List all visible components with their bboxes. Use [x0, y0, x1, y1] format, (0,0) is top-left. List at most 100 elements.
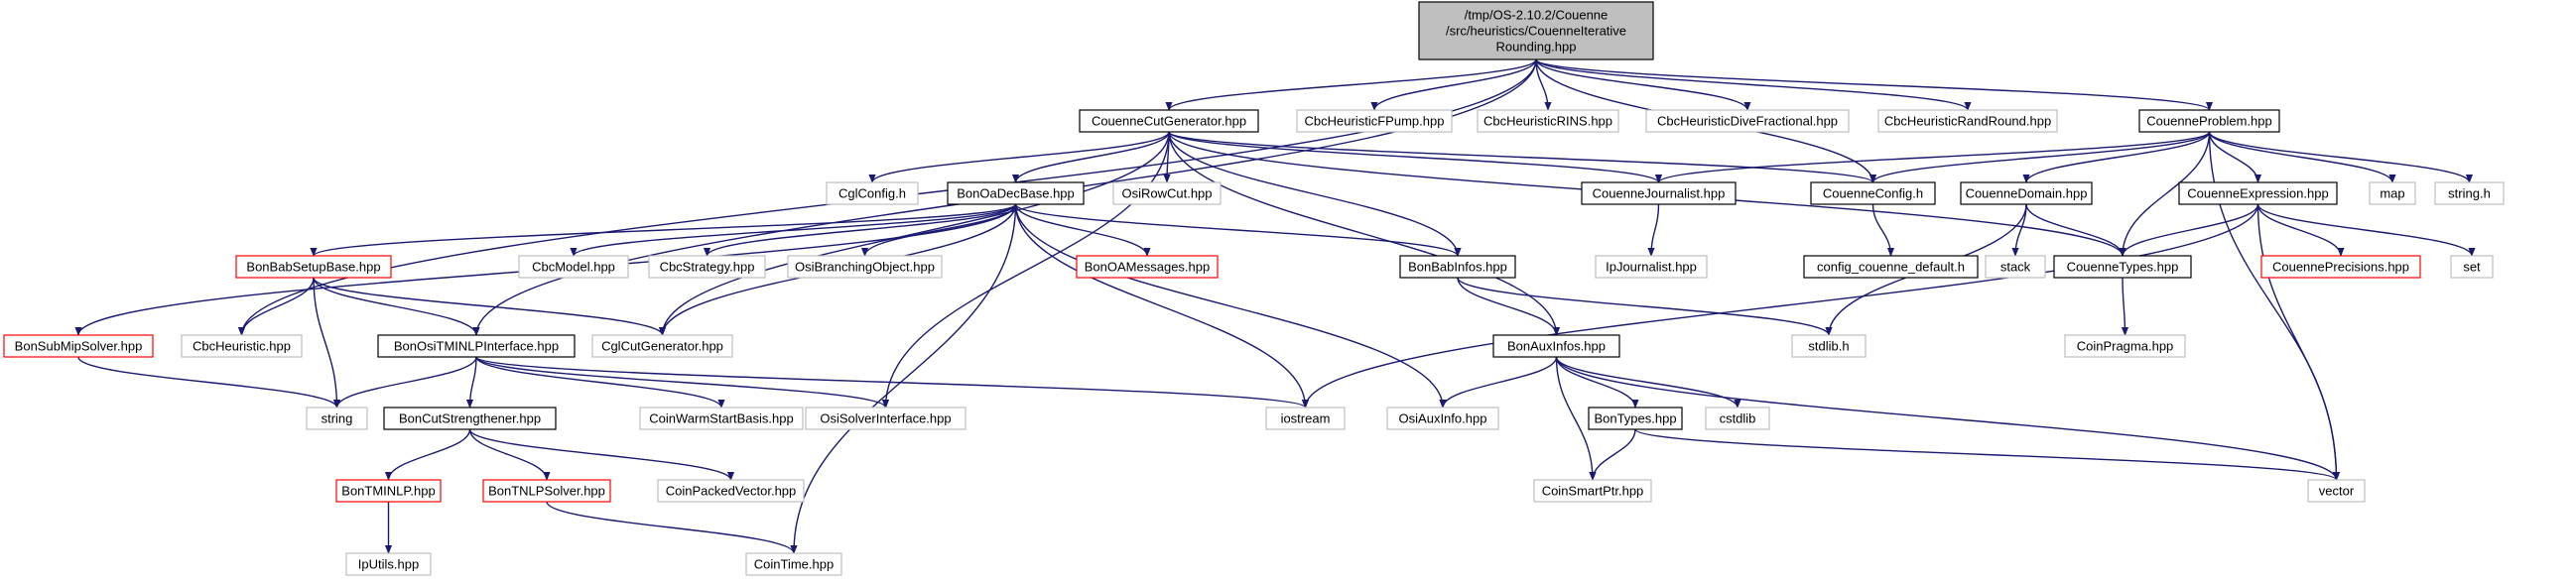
node-cgl-cut-generator: CglCutGenerator.hpp — [591, 334, 733, 358]
node-label: OsiBranchingObject.hpp — [795, 260, 935, 275]
node-label: IpUtils.hpp — [358, 557, 419, 572]
node-label: CouenneTypes.hpp — [2067, 260, 2179, 275]
edge-bon-sub-mip-solver-to-string — [77, 356, 341, 409]
node-box — [2064, 334, 2186, 358]
node-box — [235, 255, 392, 279]
edge-root-to-couenne-cut-generator — [1165, 58, 1537, 111]
node-box — [2307, 479, 2366, 503]
node-label: stdlib.h — [1808, 339, 1849, 354]
edge-couenne-cut-generator-to-osi-solver-interface — [881, 131, 1170, 409]
node-bon-oamessages[interactable]: BonOAMessages.hpp — [1076, 255, 1219, 279]
node-couenne-expression[interactable]: CouenneExpression.hpp — [2178, 181, 2338, 205]
node-couenne-precisions[interactable]: CouennePrecisions.hpp — [2260, 255, 2421, 279]
edge-bon-oa-dec-base-to-osi-branching-object — [860, 203, 1017, 257]
node-label: CouenneDomain.hpp — [1966, 186, 2088, 201]
node-bon-bab-setup-base[interactable]: BonBabSetupBase.hpp — [235, 255, 392, 279]
node-couenne-problem[interactable]: CouenneProblem.hpp — [2138, 109, 2280, 133]
edge-couenne-problem-to-stringh — [2208, 131, 2474, 183]
node-cbc-heuristic-fpump: CbcHeuristicFPump.hpp — [1296, 109, 1453, 133]
node-osi-aux-info: OsiAuxInfo.hpp — [1386, 407, 1499, 430]
node-box — [1960, 181, 2093, 205]
node-stringh: string.h — [2434, 181, 2505, 205]
node-bon-osi-tminlpinterface[interactable]: BonOsiTMINLPInterface.hpp — [377, 334, 576, 358]
node-label: BonTypes.hpp — [1594, 411, 1676, 426]
edge-bon-aux-infos-to-osi-aux-info — [1439, 356, 1558, 409]
node-string: string — [306, 407, 368, 430]
node-bon-bab-infos[interactable]: BonBabInfos.hpp — [1399, 255, 1516, 279]
edge-bon-bab-setup-base-to-bon-osi-tminlpinterface — [313, 277, 480, 336]
node-set: set — [2450, 255, 2494, 279]
node-label: CglCutGenerator.hpp — [601, 339, 723, 354]
node-label: OsiSolverInterface.hpp — [820, 411, 951, 426]
node-bon-sub-mip-solver[interactable]: BonSubMipSolver.hpp — [3, 334, 154, 358]
node-bon-tnlpsolver[interactable]: BonTNLPSolver.hpp — [482, 479, 611, 503]
node-label: BonOsiTMINLPInterface.hpp — [394, 339, 559, 354]
node-label: /tmp/OS-2.10.2/Couenne — [1465, 8, 1609, 23]
edge-couenne-cut-generator-to-cgl-cut-generator — [658, 131, 1170, 336]
node-coin-warm-start-basis: CoinWarmStartBasis.hpp — [639, 407, 804, 430]
node-box — [2138, 109, 2280, 133]
node-label: CoinSmartPtr.hpp — [1542, 484, 1644, 499]
node-ip-utils: IpUtils.hpp — [345, 552, 432, 576]
node-couenne-types[interactable]: CouenneTypes.hpp — [2053, 255, 2192, 279]
node-label: CoinPragma.hpp — [2077, 339, 2174, 354]
edge-couenne-cut-generator-to-bon-aux-infos — [1168, 131, 1561, 336]
edge-couenne-config-to-config-couenne-default — [1871, 203, 1895, 257]
node-box — [383, 407, 557, 430]
node-box — [1791, 334, 1867, 358]
edge-bon-oa-dec-base-to-cbc-model — [570, 203, 1017, 257]
node-label: BonOaDecBase.hpp — [957, 186, 1075, 201]
edge-couenne-expression-to-set — [2256, 203, 2476, 257]
node-bon-tminlp[interactable]: BonTMINLP.hpp — [335, 479, 442, 503]
node-coin-pragma: CoinPragma.hpp — [2064, 334, 2186, 358]
edge-bon-oa-dec-base-to-coin-time — [790, 203, 1017, 554]
node-box — [1877, 109, 2058, 133]
edge-root-to-couenne-problem — [1535, 58, 2213, 111]
node-couenne-config[interactable]: CouenneConfig.h — [1810, 181, 1936, 205]
node-label: vector — [2319, 484, 2355, 499]
edge-couenne-cut-generator-to-couenne-config — [1168, 131, 1876, 183]
edge-bon-types-to-vector — [1634, 428, 2340, 481]
node-label: BonBabSetupBase.hpp — [246, 260, 380, 275]
edge-bon-oa-dec-base-to-bon-oamessages — [1014, 203, 1151, 257]
node-bon-types[interactable]: BonTypes.hpp — [1588, 407, 1683, 430]
edge-bon-osi-tminlpinterface-to-bon-cut-strengthener — [465, 356, 477, 409]
node-root[interactable]: /tmp/OS-2.10.2/Couenne/src/heuristics/Co… — [1418, 1, 1654, 60]
edge-root-to-cbc-heuristic-rand-round — [1535, 58, 1972, 111]
node-bon-oa-dec-base[interactable]: BonOaDecBase.hpp — [947, 181, 1085, 205]
node-box — [1296, 109, 1453, 133]
node-cgl-config: CglConfig.h — [826, 181, 919, 205]
edge-bon-oa-dec-base-to-bon-bab-setup-base — [310, 203, 1017, 257]
node-label: /src/heuristics/CouenneIterative — [1446, 24, 1626, 39]
node-box — [2434, 181, 2505, 205]
node-label: CouenneCutGenerator.hpp — [1092, 114, 1246, 129]
node-box — [1533, 479, 1652, 503]
node-cbc-model: CbcModel.hpp — [518, 255, 629, 279]
edge-bon-osi-tminlpinterface-to-osi-solver-interface — [475, 356, 889, 409]
edge-bon-osi-tminlpinterface-to-coin-warm-start-basis — [475, 356, 725, 409]
edge-bon-oa-dec-base-to-bon-bab-infos — [1014, 203, 1462, 257]
node-config-couenne-default[interactable]: config_couenne_default.h — [1803, 255, 1979, 279]
edge-root-to-cbc-heuristic-dive-fractional — [1535, 58, 1751, 111]
node-label: CouennePrecisions.hpp — [2272, 260, 2409, 275]
edge-root-to-cbc-heuristic-fpump — [1370, 58, 1537, 111]
edge-couenne-expression-to-couenne-types — [2119, 203, 2259, 257]
node-couenne-journalist[interactable]: CouenneJournalist.hpp — [1581, 181, 1737, 205]
node-box — [181, 334, 303, 358]
edge-bon-cut-strengthener-to-bon-tminlp — [384, 428, 471, 481]
node-cbc-heuristic-dive-fractional: CbcHeuristicDiveFractional.hpp — [1645, 109, 1850, 133]
edge-bon-cut-strengthener-to-bon-tnlpsolver — [468, 428, 551, 481]
node-label: BonTNLPSolver.hpp — [488, 484, 605, 499]
edge-bon-aux-infos-to-coin-smart-ptr — [1555, 356, 1597, 481]
node-couenne-cut-generator[interactable]: CouenneCutGenerator.hpp — [1079, 109, 1259, 133]
edge-bon-oa-dec-base-to-osi-aux-info — [1014, 203, 1447, 409]
node-bon-cut-strengthener[interactable]: BonCutStrengthener.hpp — [383, 407, 557, 430]
edge-bon-cut-strengthener-to-coin-packed-vector — [468, 428, 735, 481]
node-couenne-domain[interactable]: CouenneDomain.hpp — [1960, 181, 2093, 205]
edge-couenne-expression-to-iostream — [1301, 203, 2259, 409]
edge-couenne-domain-to-couenne-types — [2025, 203, 2126, 257]
node-box — [657, 479, 805, 503]
edge-couenne-cut-generator-to-couenne-journalist — [1168, 131, 1662, 183]
node-bon-aux-infos[interactable]: BonAuxInfos.hpp — [1492, 334, 1620, 358]
